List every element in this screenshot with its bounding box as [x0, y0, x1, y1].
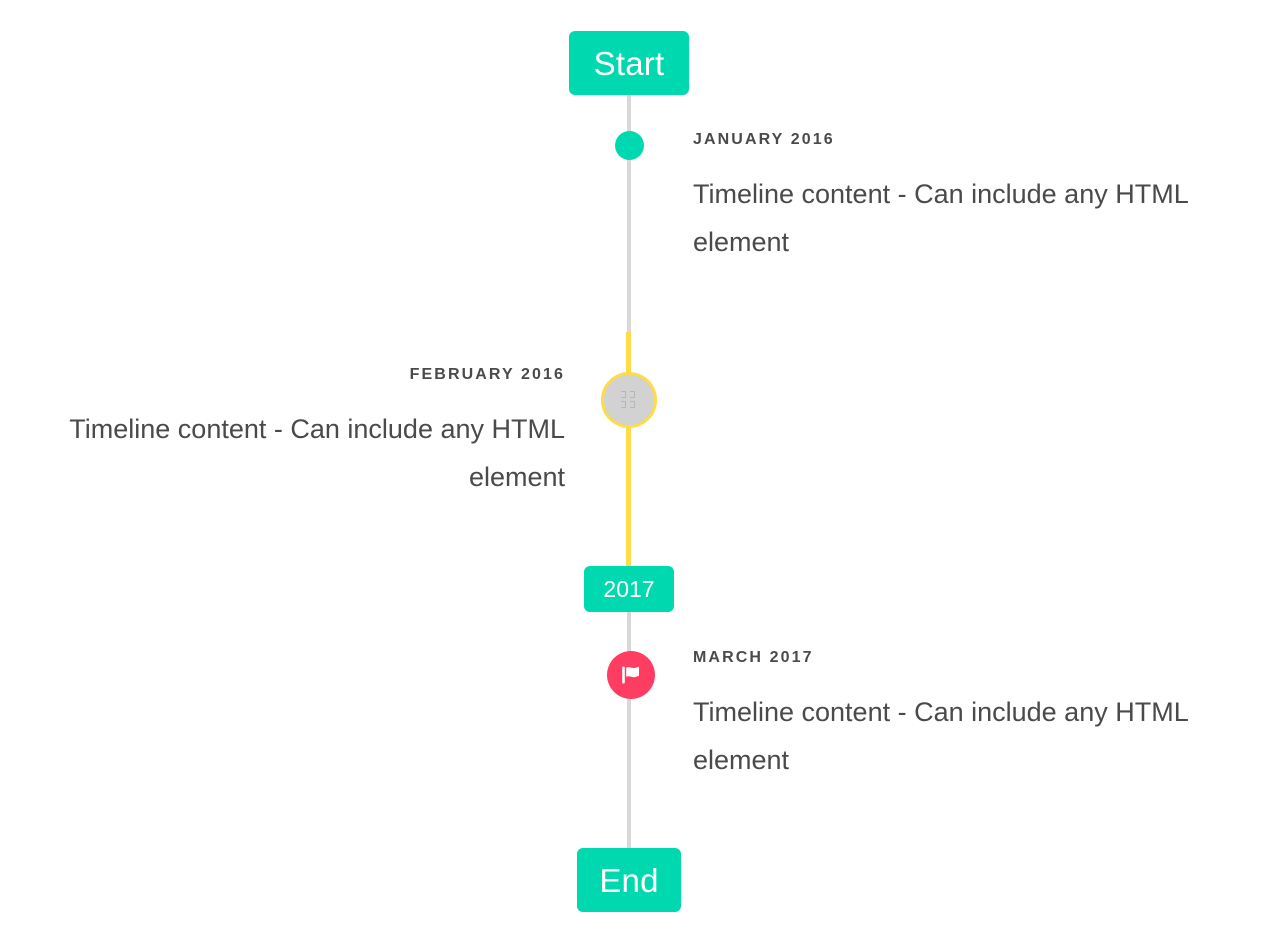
timeline-entry-body: Timeline content - Can include any HTML … [693, 697, 1188, 776]
timeline-line-highlighted [626, 332, 631, 572]
timeline-entry-date: JANUARY 2016 [693, 131, 835, 148]
missing-glyph-icon [621, 391, 637, 409]
timeline-entry-body: Timeline content - Can include any HTML … [693, 179, 1188, 258]
timeline-marker-dot-icon[interactable] [615, 131, 644, 160]
timeline-line-lower [627, 608, 631, 855]
timeline-entry-date: MARCH 2017 [693, 649, 814, 666]
timeline-end-badge[interactable]: End [577, 848, 681, 912]
timeline-entry-january: JANUARY 2016 Timeline content - Can incl… [693, 130, 1223, 266]
timeline-entry-march: MARCH 2017 Timeline content - Can includ… [693, 648, 1223, 784]
timeline-entry-february: FEBRUARY 2016 Timeline content - Can inc… [40, 365, 565, 501]
timeline-entry-body: Timeline content - Can include any HTML … [69, 414, 565, 493]
flag-icon [622, 666, 639, 684]
timeline-year-divider-badge[interactable]: 2017 [584, 566, 674, 612]
timeline-start-badge[interactable]: Start [569, 31, 689, 95]
timeline-marker-missing-glyph-icon[interactable] [601, 372, 657, 428]
timeline-entry-date: FEBRUARY 2016 [409, 366, 565, 383]
timeline-line-upper [627, 88, 631, 336]
timeline-marker-flag-icon[interactable] [607, 651, 655, 699]
